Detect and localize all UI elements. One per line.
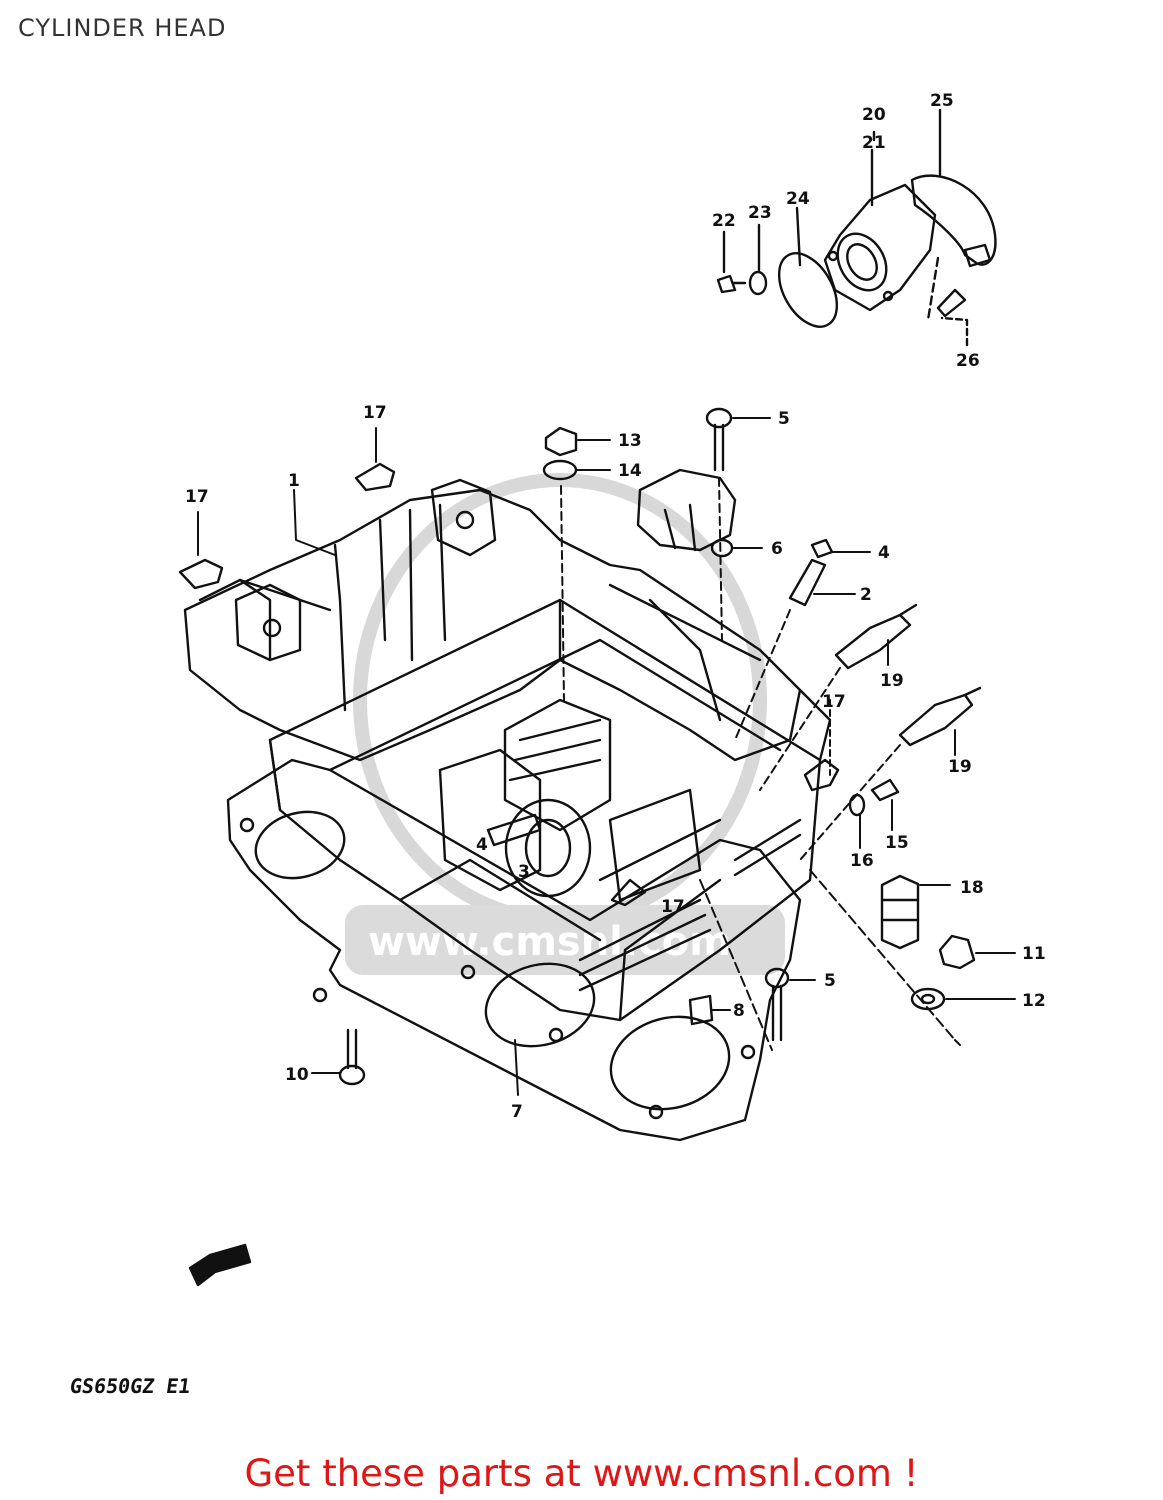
watermark: www.cmsnl.com [345, 473, 785, 975]
callout-15: 15 [885, 833, 909, 853]
callout-5a: 5 [778, 409, 790, 429]
callout-17d: 17 [661, 897, 685, 917]
callout-24: 24 [786, 189, 810, 209]
callout-18: 18 [960, 878, 984, 898]
callout-22: 22 [712, 211, 736, 231]
callout-17b: 17 [185, 487, 209, 507]
cylinder-head-body [183, 478, 832, 1142]
parts-shop-link[interactable]: Get these parts at www.cmsnl.com ! [244, 1452, 919, 1495]
callout-12: 12 [1022, 991, 1046, 1011]
callout-17a: 17 [363, 403, 387, 423]
callout-3: 3 [518, 862, 530, 882]
model-code: GS650GZ E1 [68, 1374, 193, 1398]
callout-23: 23 [748, 203, 772, 223]
leader-lines [197, 417, 1016, 1096]
callout-8: 8 [733, 1001, 745, 1021]
watermark-text: www.cmsnl.com [368, 919, 731, 965]
exploded-parts-diagram: www.cmsnl.com [178, 91, 1046, 1287]
part-callouts: 1 2 3 4 4 5 5 6 7 8 10 11 12 13 14 15 16… [185, 91, 1046, 1122]
callout-13: 13 [618, 431, 642, 451]
callout-16: 16 [850, 851, 874, 871]
callout-17c: 17 [822, 692, 846, 712]
callout-21: 21 [862, 133, 886, 153]
callout-10: 10 [285, 1065, 309, 1085]
callout-14: 14 [618, 461, 642, 481]
callout-5b: 5 [824, 971, 836, 991]
diagram-title: CYLINDER HEAD [18, 14, 227, 42]
callout-6: 6 [771, 539, 783, 559]
callout-19b: 19 [948, 757, 972, 777]
callout-4a: 4 [878, 543, 890, 563]
callout-4b: 4 [476, 835, 488, 855]
callout-2: 2 [860, 585, 872, 605]
callout-26: 26 [956, 351, 980, 371]
intake-holder-assembly [716, 108, 997, 347]
callout-1: 1 [288, 471, 300, 491]
callout-19a: 19 [880, 671, 904, 691]
callout-25: 25 [930, 91, 954, 111]
callout-20: 20 [862, 105, 886, 125]
callout-7: 7 [511, 1102, 523, 1122]
loose-parts [178, 407, 982, 1086]
fwd-arrow-icon [188, 1243, 252, 1287]
callout-11: 11 [1022, 944, 1046, 964]
